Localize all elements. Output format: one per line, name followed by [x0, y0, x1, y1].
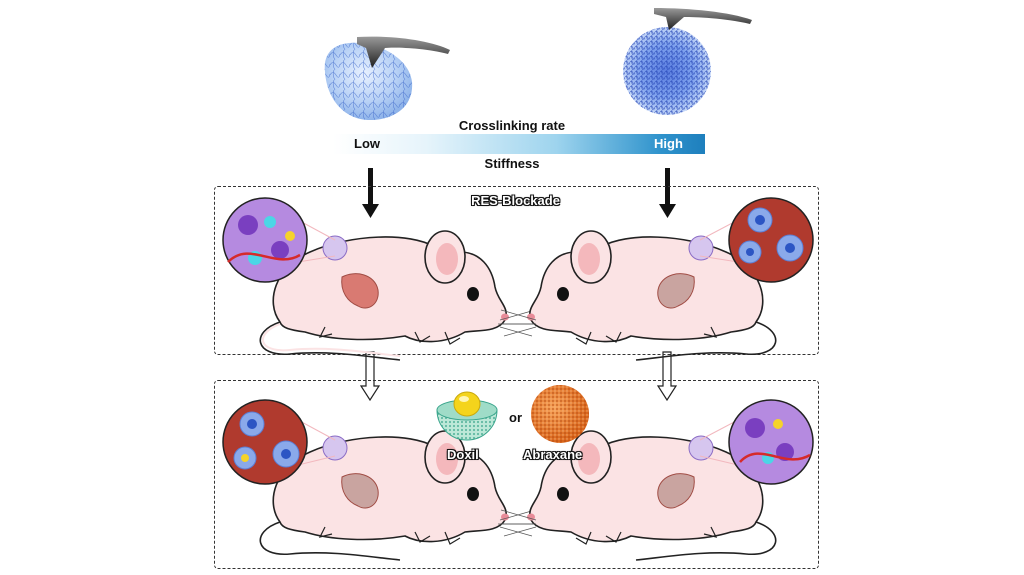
doxil-label: Doxil: [447, 447, 479, 462]
or-label: or: [509, 410, 522, 425]
crosslinking-rate-label: Crosslinking rate: [458, 118, 566, 133]
stiffness-gradient-bar: [333, 134, 705, 154]
res-blockade-label: RES-Blockade: [471, 193, 560, 208]
abraxane-label: Abraxane: [523, 447, 583, 462]
low-label: Low: [354, 136, 380, 151]
nanomedicine-panel: [214, 380, 819, 569]
stiffness-label: Stiffness: [484, 156, 540, 171]
res-blockade-panel: [214, 186, 819, 355]
high-label: High: [654, 136, 683, 151]
